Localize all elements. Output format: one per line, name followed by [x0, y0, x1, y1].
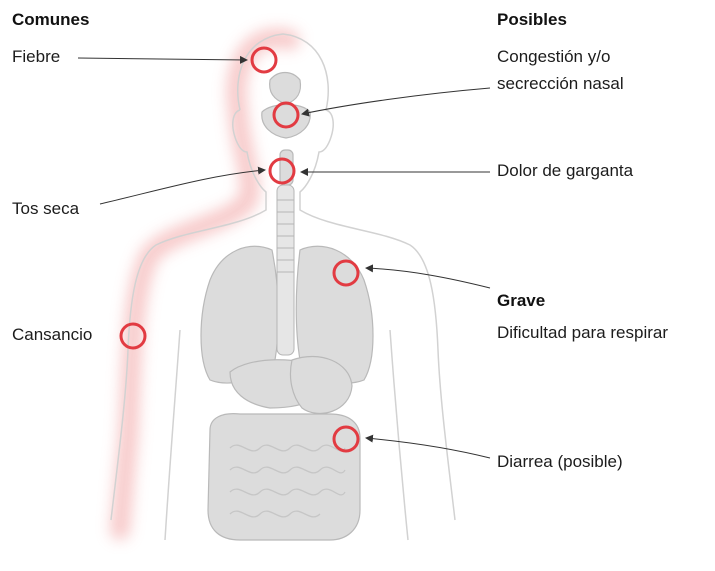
label-congestion-line1: Congestión y/o	[497, 47, 611, 66]
marker-cansancio	[119, 322, 147, 350]
label-tos-seca: Tos seca	[12, 199, 80, 218]
body-outline	[110, 33, 456, 541]
grave-leader	[365, 264, 491, 289]
trachea-rings	[277, 199, 294, 273]
marker-garganta	[268, 157, 296, 185]
label-dolor-garganta: Dolor de garganta	[497, 161, 634, 180]
label-dificultad: Dificultad para respirar	[497, 323, 669, 342]
tos-seca-leader	[99, 166, 266, 205]
header-grave: Grave	[497, 291, 546, 310]
symptom-markers	[119, 46, 360, 453]
marker-nasal	[272, 101, 300, 129]
marker-intestino	[332, 425, 360, 453]
congestion-leader	[301, 87, 491, 117]
label-diarrea: Diarrea (posible)	[497, 452, 623, 471]
leader-lines	[77, 55, 491, 459]
label-cansancio: Cansancio	[12, 325, 93, 344]
label-fiebre: Fiebre	[12, 47, 61, 66]
intestine-texture	[229, 444, 346, 518]
marker-fiebre	[250, 46, 278, 74]
fiebre-leader	[77, 55, 248, 64]
header-posibles: Posibles	[497, 10, 567, 29]
organs	[200, 71, 374, 541]
trachea	[276, 184, 295, 356]
marker-pulmones	[332, 259, 360, 287]
header-comunes: Comunes	[12, 10, 90, 29]
label-congestion-line2: secrección nasal	[497, 74, 624, 93]
diarrea-leader	[365, 434, 491, 459]
fever-glow	[110, 28, 300, 540]
